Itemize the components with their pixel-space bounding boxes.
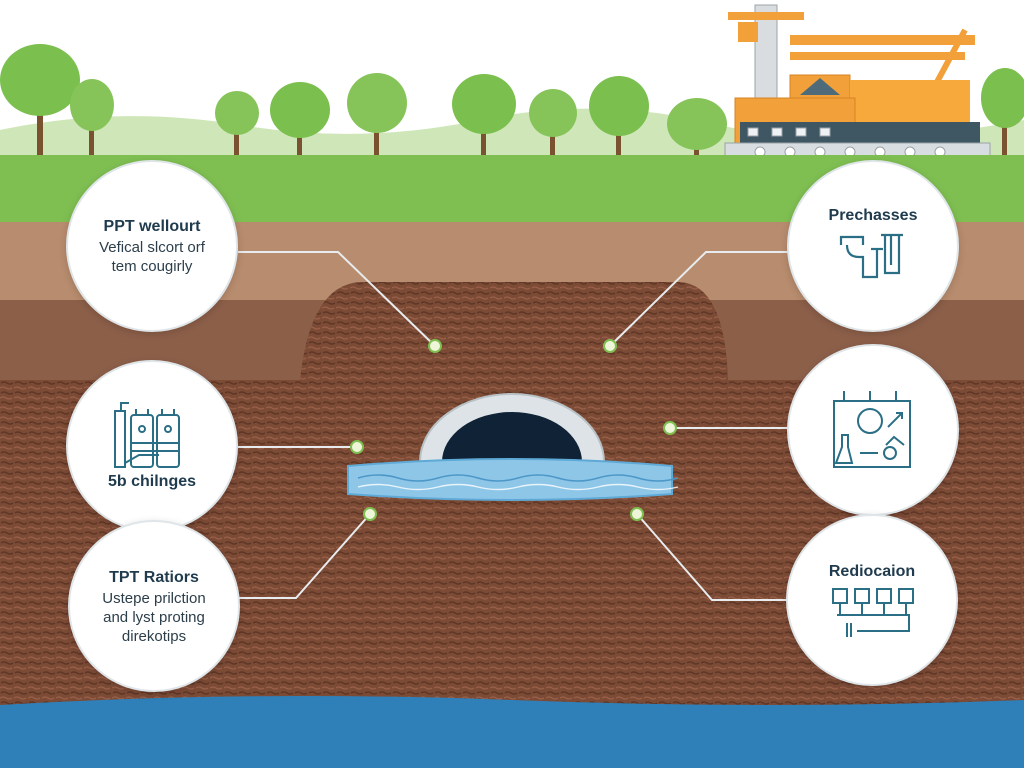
callout-ratios: TPT Ratiors Ustepe prilction and lyst pr… [68,520,240,692]
tree [70,79,114,157]
tree [452,74,516,161]
tree [667,98,727,159]
well-pipe [418,393,606,463]
tree [529,89,577,158]
callout-lab-equipment [787,344,959,516]
tree [981,68,1024,158]
callout-processes: Prechasses [787,160,959,332]
callout-title: PPT wellourt [103,218,201,235]
callout-connectors [238,251,790,601]
tree [347,73,407,158]
aquifer-water [347,458,679,501]
tree-row [0,44,1024,161]
callout-title: Rediocaion [828,563,916,580]
tree [0,44,80,158]
tree [270,82,330,158]
callout-changes: 5b chilnges [66,360,238,532]
groundwater-layer [0,696,1024,768]
tree [589,76,649,160]
callout-title: TPT Ratiors [109,568,199,586]
drilling-machine [724,4,991,160]
callout-text-line: Ustepe prilction [102,589,206,607]
filter-tanks-icon [114,402,180,468]
valve-manifold-icon [832,588,914,637]
pipe-fitting-icon [839,233,903,279]
callout-text-line: direkotips [121,627,187,645]
callout-well-layout: PPT wellourt Vefical slcort orf tem coug… [66,160,238,332]
tree [215,91,259,158]
callout-title: Prechasses [828,207,918,224]
callout-text-line: Vefical slcort orf [99,239,205,256]
lab-equipment-icon [833,391,911,468]
textured-soil-layer [0,282,1024,768]
callout-text-line: and lyst proting [103,608,205,626]
callout-text-line: tem cougirly [111,258,193,275]
callout-title: 5b chilnges [107,473,197,490]
callout-relocation: Rediocaion [786,514,958,686]
connector-dots [350,339,677,521]
